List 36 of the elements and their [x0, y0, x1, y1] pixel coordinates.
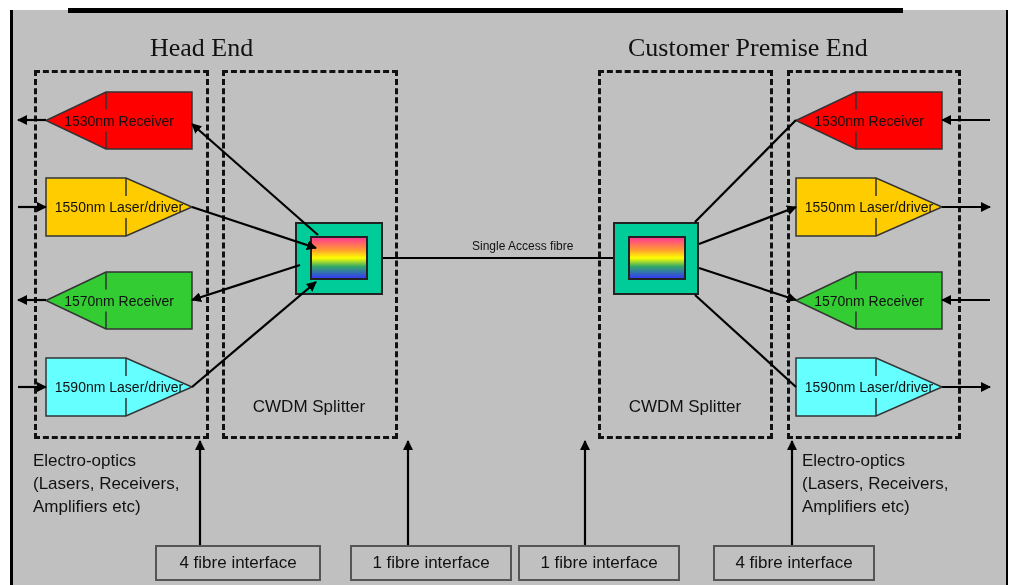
arrow	[698, 266, 797, 302]
interface-box: 1 fibre interface	[350, 545, 512, 581]
region-caption: Electro-optics (Lasers, Receivers, Amplifiers etc)	[802, 450, 950, 518]
dashed-region	[222, 70, 398, 439]
arrow	[941, 115, 990, 125]
interface-box: 1 fibre interface	[518, 545, 680, 581]
region-caption: CWDM Splitter	[627, 396, 743, 418]
arrow	[942, 382, 991, 392]
connector-line	[694, 294, 797, 388]
arrow	[787, 440, 797, 545]
arrow	[17, 295, 46, 305]
splitter-block	[295, 222, 383, 295]
interface-box: 4 fibre interface	[155, 545, 321, 581]
dashed-region	[598, 70, 773, 439]
connector-line	[694, 119, 797, 223]
connector-line	[383, 256, 613, 260]
section-title: Customer Premise End	[628, 33, 868, 63]
arrow	[942, 202, 991, 212]
splitter-block	[613, 222, 699, 295]
arrow	[191, 123, 319, 236]
arrow	[195, 440, 205, 545]
arrow	[941, 295, 990, 305]
arrow	[191, 205, 317, 250]
interface-box: 4 fibre interface	[713, 545, 875, 581]
arrow	[17, 115, 46, 125]
arrow	[403, 440, 413, 545]
arrow	[18, 382, 47, 392]
region-caption: CWDM Splitter	[251, 396, 367, 418]
region-caption: Electro-optics (Lasers, Receivers, Amplifiers etc)	[33, 450, 181, 518]
arrow	[18, 202, 47, 212]
section-title: Head End	[150, 33, 254, 63]
arrow	[191, 263, 301, 302]
edge-label: Single Access fibre	[470, 239, 576, 253]
arrow	[698, 205, 797, 246]
arrow	[580, 440, 590, 545]
arrow	[191, 281, 317, 388]
